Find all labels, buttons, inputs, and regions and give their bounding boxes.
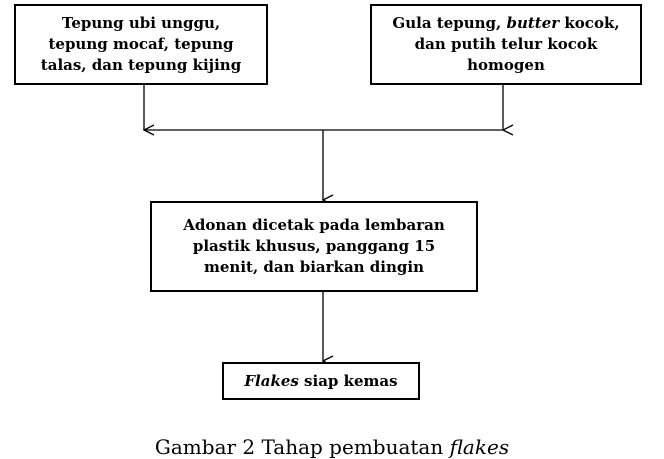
- ingredients-sugar-line-1-before: Gula tepung,: [392, 14, 507, 32]
- process-box: Adonan dicetak pada lembaran plastik khu…: [150, 201, 478, 292]
- ingredients-sugar-line-2: dan putih telur kocok: [414, 35, 598, 53]
- figure-caption-before: Gambar 2 Tahap pembuatan: [154, 435, 450, 459]
- result-text-italic: Flakes: [244, 371, 299, 390]
- ingredients-flour-line-2: tepung mocaf, tepung: [48, 35, 234, 53]
- ingredients-sugar-line-3: homogen: [467, 56, 545, 74]
- ingredients-sugar-line-1-after: kocok,: [559, 14, 620, 32]
- process-line-3: menit, dan biarkan dingin: [204, 258, 424, 276]
- ingredients-sugar-line-1: Gula tepung, butter kocok,: [392, 13, 619, 34]
- result-text: Flakes siap kemas: [244, 371, 397, 392]
- process-line-1: Adonan dicetak pada lembaran: [183, 216, 445, 234]
- figure-caption: Gambar 2 Tahap pembuatan flakes: [0, 435, 664, 459]
- process-text: Adonan dicetak pada lembaran plastik khu…: [183, 215, 445, 278]
- ingredients-flour-text: Tepung ubi unggu, tepung mocaf, tepung t…: [41, 13, 241, 76]
- figure-caption-italic: flakes: [449, 435, 510, 459]
- process-line-2: plastik khusus, panggang 15: [192, 237, 436, 255]
- ingredients-sugar-text: Gula tepung, butter kocok, dan putih tel…: [392, 13, 619, 76]
- ingredients-flour-box: Tepung ubi unggu, tepung mocaf, tepung t…: [14, 4, 268, 85]
- ingredients-flour-line-3: talas, dan tepung kijing: [40, 56, 242, 74]
- ingredients-sugar-box: Gula tepung, butter kocok, dan putih tel…: [370, 4, 642, 85]
- ingredients-sugar-line-1-italic: butter: [506, 14, 560, 32]
- result-text-after: siap kemas: [298, 371, 398, 390]
- ingredients-flour-line-1: Tepung ubi unggu,: [61, 14, 221, 32]
- result-box: Flakes siap kemas: [222, 362, 420, 400]
